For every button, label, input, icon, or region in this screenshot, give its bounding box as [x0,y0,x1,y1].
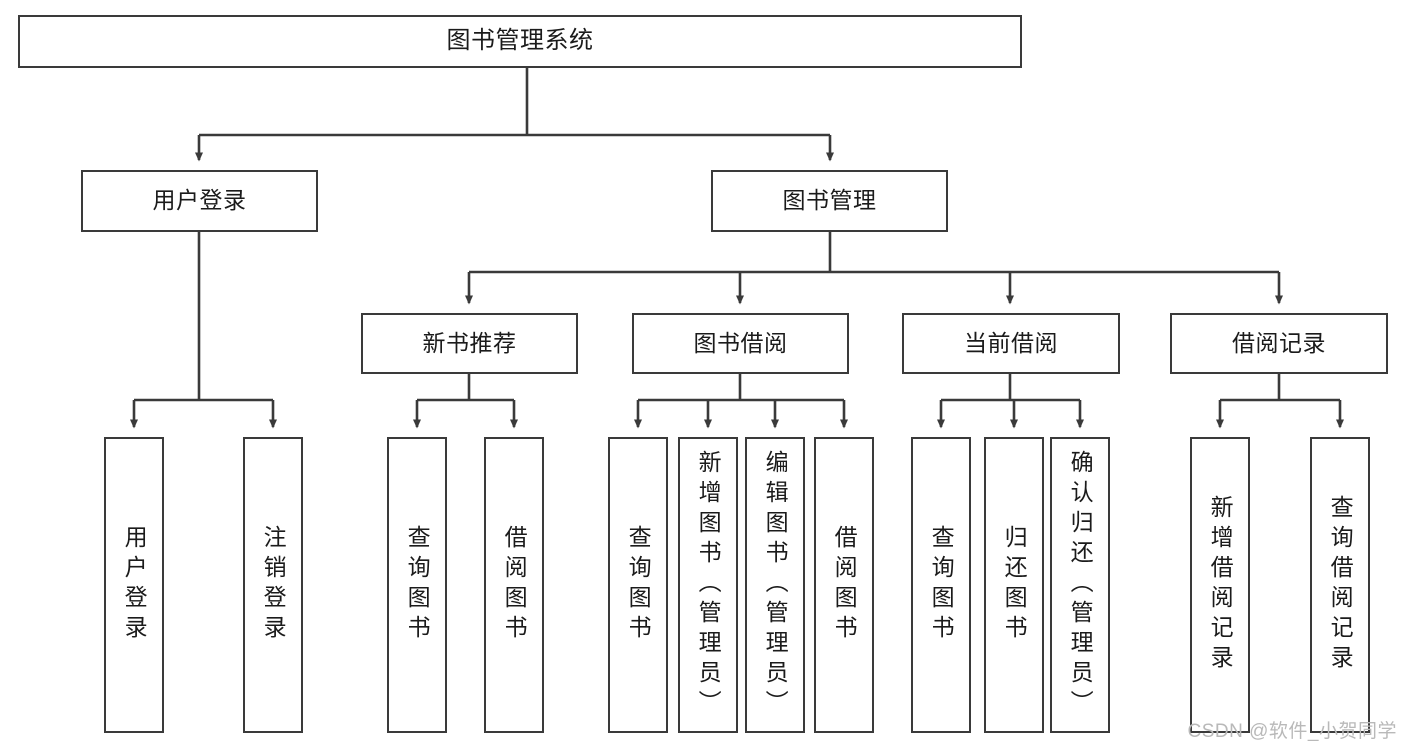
leaf-node[interactable]: 注销登录 [243,437,303,733]
leaf-node[interactable]: 归还图书 [984,437,1044,733]
leaf-node-label: 归还图书 [1001,525,1028,645]
node-user-login[interactable]: 用户登录 [81,170,318,232]
node-current-borrow-label: 当前借阅 [964,329,1058,356]
leaf-node-label: 确认归还（管理员） [1067,450,1094,720]
node-book-management[interactable]: 图书管理 [711,170,948,232]
leaf-node-label: 借阅图书 [831,525,858,645]
watermark: CSDN @软件_小贺同学 [1187,721,1397,742]
node-borrow-record[interactable]: 借阅记录 [1170,313,1388,374]
node-current-borrow[interactable]: 当前借阅 [902,313,1120,374]
node-root-system[interactable]: 图书管理系统 [18,15,1022,68]
leaf-node[interactable]: 查询图书 [387,437,447,733]
leaf-node-label: 新增图书（管理员） [695,450,722,720]
node-book-management-label: 图书管理 [782,187,877,214]
leaf-node-label: 查询借阅记录 [1327,495,1354,675]
leaf-node-label: 编辑图书（管理员） [762,450,789,720]
leaf-node[interactable]: 查询图书 [608,437,668,733]
node-book-borrow-label: 图书借阅 [693,329,788,356]
node-user-login-label: 用户登录 [152,187,247,214]
node-new-book-recommend[interactable]: 新书推荐 [361,313,578,374]
leaf-node[interactable]: 新增图书（管理员） [678,437,738,733]
leaf-node-label: 用户登录 [121,525,148,645]
leaf-node-label: 查询图书 [928,525,955,645]
node-root-label: 图书管理系统 [446,27,594,55]
leaf-node[interactable]: 编辑图书（管理员） [745,437,805,733]
leaf-node-label: 查询图书 [625,525,652,645]
leaf-node-label: 借阅图书 [501,525,528,645]
leaf-node[interactable]: 用户登录 [104,437,164,733]
leaf-node[interactable]: 新增借阅记录 [1190,437,1250,733]
node-new-book-recommend-label: 新书推荐 [422,329,517,356]
leaf-node-label: 查询图书 [404,525,431,645]
node-borrow-record-label: 借阅记录 [1232,329,1326,356]
leaf-node[interactable]: 查询图书 [911,437,971,733]
leaf-node[interactable]: 确认归还（管理员） [1050,437,1110,733]
leaf-node[interactable]: 借阅图书 [814,437,874,733]
node-book-borrow[interactable]: 图书借阅 [632,313,849,374]
leaf-node-label: 注销登录 [260,525,287,645]
leaf-node[interactable]: 查询借阅记录 [1310,437,1370,733]
leaf-node-label: 新增借阅记录 [1207,495,1234,675]
leaf-node[interactable]: 借阅图书 [484,437,544,733]
